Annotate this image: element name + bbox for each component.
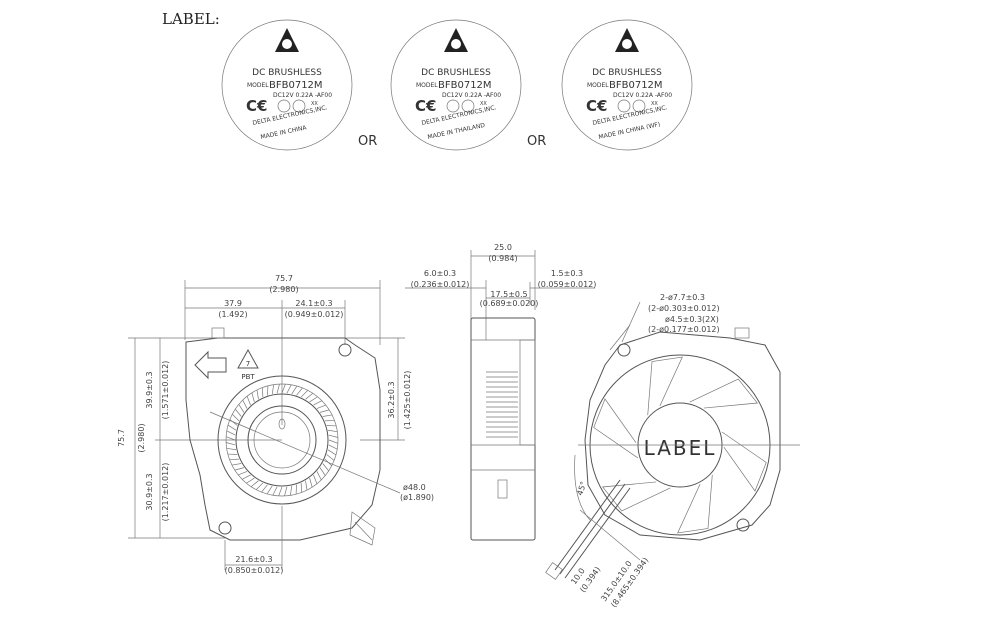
label-xx: XX [480,101,487,107]
side-mid-dim-in: (0.689±0.020) [480,299,539,308]
recycle-material: PBT [241,373,255,381]
ce-mark-icon: C€ [415,97,436,115]
ce-mark-icon: C€ [246,97,267,115]
hole-dim-2: ø4.5±0.3(2X) [665,315,719,324]
impeller-blades [225,383,339,497]
front-upper-dim-in: (1.571±0.012) [161,361,170,420]
side-view: 25.0 (0.984) 6.0±0.3 (0.236±0.012) 1.5±0… [405,243,597,541]
fan-housing [185,337,381,541]
side-width-dim: 25.0 [494,243,512,252]
hole-dim-1-in: (2-ø0.303±0.012) [648,304,720,313]
tuv-mark-icon [292,99,306,113]
lead-angle: 45° [575,480,588,496]
front-lower-dim-in: (1.217±0.012) [161,463,170,522]
recycle-icon [237,348,259,369]
front-dim-a-in: (1.492) [218,310,247,319]
tuv-mark-icon [461,99,475,113]
tuv-mark-icon [632,99,646,113]
label-model-caption: MODEL [416,82,438,89]
ul-mark-icon [446,99,460,113]
label-rating: DC12V 0.22A -AF00 [442,92,501,99]
side-connector [497,479,508,499]
hole-dim-1: 2-ø7.7±0.3 [660,293,705,302]
front-width-dim: 75.7 [275,274,293,283]
recycle-number: 7 [246,360,250,368]
front-right-dim-in: (1.425±0.012) [403,371,412,430]
front-lower-dim: 30.9±0.3 [145,473,154,510]
front-right-dim: 36.2±0.3 [387,381,396,418]
side-fins [486,371,518,438]
label-heading: LABEL: [162,10,220,28]
ce-mark-icon: C€ [586,97,607,115]
front-dim-b: 24.1±0.3 [295,299,332,308]
label-origin: MADE IN THAILAND [427,122,486,141]
label-rating: DC12V 0.22A -AF00 [613,92,672,99]
separator-or-1: OR [358,134,377,149]
label-xx: XX [651,101,658,107]
side-left-dim: 6.0±0.3 [424,269,456,278]
label-type: DC BRUSHLESS [592,68,662,78]
separator-or-2: OR [527,134,546,149]
side-housing [470,317,536,541]
hub [247,405,317,475]
front-dim-a: 37.9 [224,299,242,308]
label-origin: MADE IN CHINA [260,124,308,141]
label-circle [390,19,522,151]
label-xx: XX [311,101,318,107]
side-left-dim-in: (0.236±0.012) [411,280,470,289]
label-model-caption: MODEL [247,82,269,89]
mount-hole [617,343,631,357]
mount-hole [736,518,750,532]
label-circle [221,19,353,151]
label-3: DC BRUSHLESS MODEL BFB0712M DC12V 0.22A … [561,19,693,151]
label-2: DC BRUSHLESS MODEL BFB0712M DC12V 0.22A … [390,19,522,151]
label-model-caption: MODEL [587,82,609,89]
front-bottom-dim-in: (0.850±0.012) [225,566,284,575]
impeller-blade-ring [225,383,339,497]
front-view: 75.7 (2.980) 37.9 (1.492) 24.1±0.3 (0.94… [117,274,434,575]
label-rating: DC12V 0.22A -AF00 [273,92,332,99]
back-housing [584,331,781,541]
hub-ring [235,393,329,487]
side-right-dim: 1.5±0.3 [551,269,583,278]
impeller-outer [217,375,347,505]
mount-hole [218,521,232,535]
label-1: DC BRUSHLESS MODEL BFB0712M DC12V 0.22A … [221,19,353,151]
top-tab [211,327,225,339]
back-label-text: LABEL [644,436,717,460]
label-model: BFB0712M [438,80,492,91]
front-height-dim-in: (2.980) [137,423,146,452]
label-model: BFB0712M [609,80,663,91]
front-width-dim-in: (2.980) [269,285,298,294]
ul-mark-icon [277,99,291,113]
back-view: 2-ø7.7±0.3 (2-ø0.303±0.012) ø4.5±0.3(2X)… [545,293,800,609]
side-mid-dim: 17.5±0.5 [490,290,527,299]
hub-diameter-dim: ø48.0 [403,483,426,492]
airflow-arrow-icon [194,350,227,380]
side-right-dim-in: (0.059±0.012) [538,280,597,289]
ul-mark-icon [617,99,631,113]
front-height-dim: 75.7 [117,429,126,447]
front-dim-b-in: (0.949±0.012) [285,310,344,319]
label-type: DC BRUSHLESS [421,68,491,78]
label-origin: MADE IN CHINA (WF) [598,121,661,141]
label-model: BFB0712M [269,80,323,91]
hub-diameter-dim-in: (ø1.890) [400,493,434,502]
side-width-dim-in: (0.984) [488,254,517,263]
hole-dim-2-in: (2-ø0.177±0.012) [648,325,720,334]
label-type: DC BRUSHLESS [252,68,322,78]
label-circle [561,19,693,151]
mount-hole [338,343,352,357]
front-upper-dim: 39.9±0.3 [145,371,154,408]
front-bottom-dim: 21.6±0.3 [235,555,272,564]
back-spokes [593,356,767,534]
